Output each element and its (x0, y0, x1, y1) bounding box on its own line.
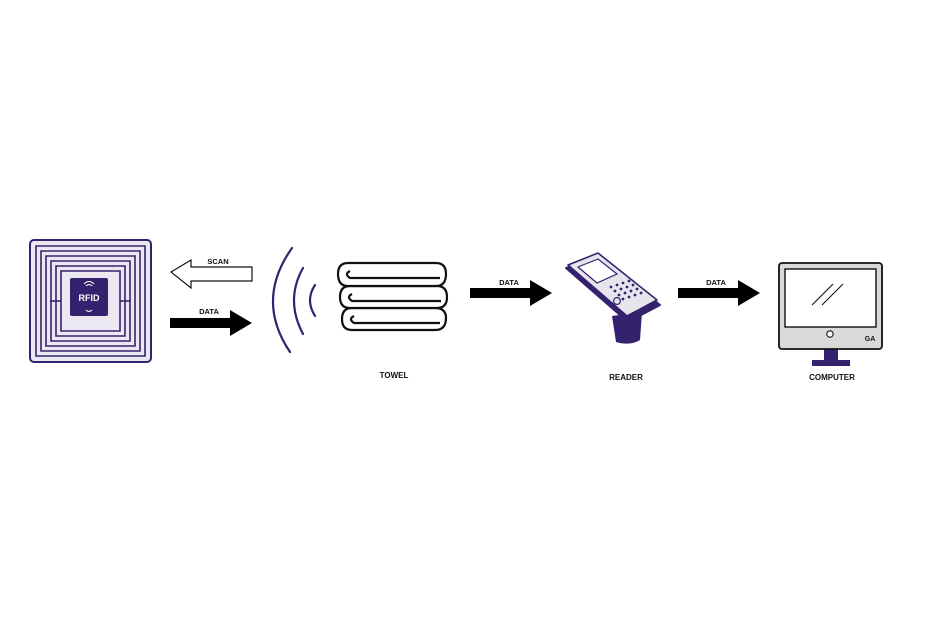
reader-computer-data-label: DATA (706, 278, 726, 287)
reader-label: READER (609, 373, 643, 382)
rfid-tag-icon: RFID (29, 239, 152, 363)
computer-badge: GA (865, 336, 876, 343)
tag-data-label: DATA (199, 307, 219, 316)
computer-monitor-icon: GA (778, 262, 883, 366)
rfid-chip-label: RFID (79, 293, 100, 303)
handheld-reader-icon (565, 252, 661, 344)
towel-label: TOWEL (380, 371, 409, 380)
towel-reader-data-label: DATA (499, 278, 519, 287)
scan-arrow (169, 258, 253, 290)
scan-label: SCAN (207, 257, 228, 266)
wireless-signal-icon (83, 281, 95, 312)
reader-computer-data-arrow (678, 280, 760, 306)
radio-waves-icon (271, 246, 317, 354)
computer-label: COMPUTER (809, 373, 855, 382)
tag-data-arrow (170, 310, 252, 336)
towel-reader-data-arrow (470, 280, 552, 306)
towel-stack-icon (336, 261, 449, 332)
